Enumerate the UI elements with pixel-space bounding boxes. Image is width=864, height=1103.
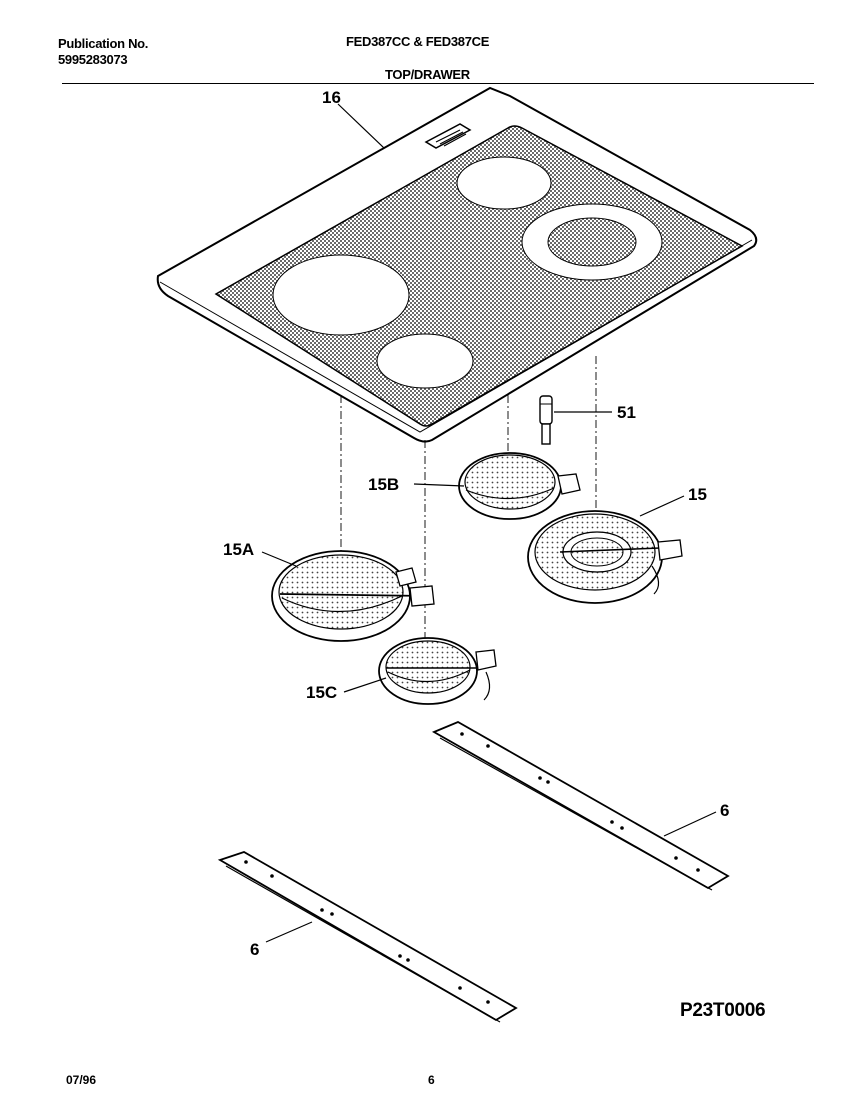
surface-zone-left-rear <box>272 254 410 336</box>
callout-15a: 15A <box>223 540 254 559</box>
heating-element-15 <box>527 495 685 604</box>
leader-16 <box>337 103 385 149</box>
diagram-id: P23T0006 <box>680 1000 766 1021</box>
callout-6-lower: 6 <box>250 940 259 959</box>
surface-zone-left-front <box>376 333 474 389</box>
callout-15b: 15B <box>368 475 399 494</box>
section-title: TOP/DRAWER <box>385 67 470 82</box>
limiter-part <box>539 395 612 445</box>
alignment-lines <box>340 356 597 650</box>
header-rule <box>62 83 814 84</box>
callout-6-upper: 6 <box>720 801 729 820</box>
callout-16: 16 <box>322 88 341 107</box>
model-number: FED387CC & FED387CE <box>346 34 490 49</box>
heating-element-15a <box>261 550 435 642</box>
cooktop-assembly <box>156 86 758 443</box>
page-number: 6 <box>428 1073 435 1087</box>
heating-element-15b <box>413 452 581 520</box>
support-bracket-lower <box>217 851 518 1023</box>
surface-zone-right-front-inner <box>547 217 637 267</box>
vent-grille <box>424 123 472 149</box>
publication-label: Publication No. <box>58 36 149 51</box>
publication-date: 07/96 <box>66 1073 97 1087</box>
cooktop-glass <box>214 125 744 427</box>
support-bracket-upper <box>431 720 730 891</box>
callout-15: 15 <box>688 485 707 504</box>
publication-number: 5995283073 <box>58 52 128 67</box>
callout-15c: 15C <box>306 683 337 702</box>
surface-zone-right-rear <box>456 156 552 210</box>
callout-51: 51 <box>617 403 636 422</box>
heating-element-15c <box>343 637 497 705</box>
